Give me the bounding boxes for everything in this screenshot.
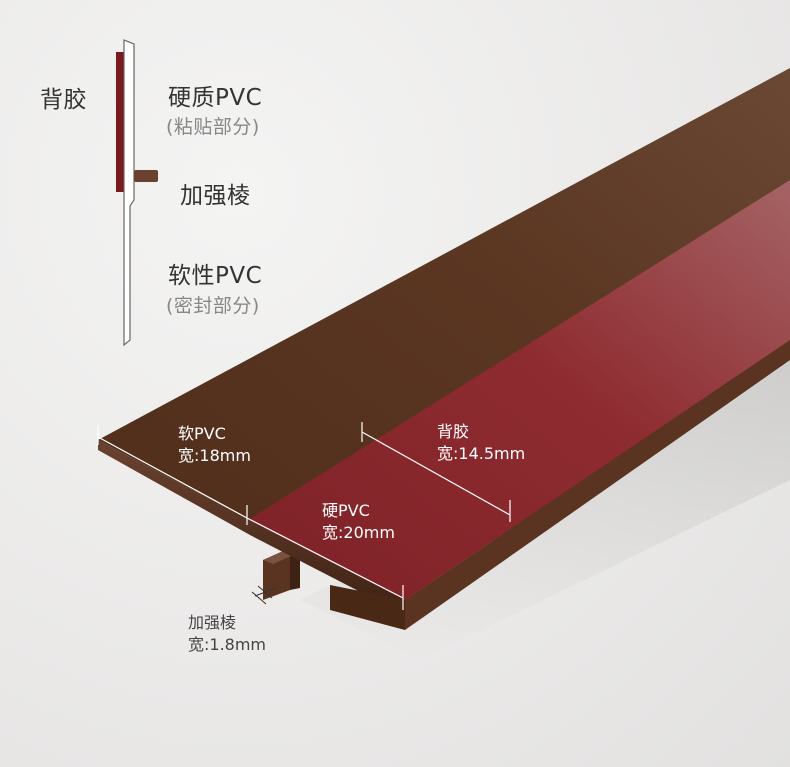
legend-soft-pvc-note: (密封部分) <box>166 295 260 317</box>
dim-soft-pvc-name: 软PVC <box>178 424 226 443</box>
hard-pvc-edge-front <box>330 585 405 630</box>
dim-hard-pvc-name: 硬PVC <box>322 501 370 520</box>
dim-back-glue-width: 宽:14.5mm <box>437 444 526 463</box>
cross-section-icon <box>116 39 158 347</box>
dimension-lines <box>97 422 511 610</box>
dim-soft-pvc: 软PVC 宽:18mm <box>178 423 251 467</box>
dim-soft-pvc-width: 宽:18mm <box>178 446 251 465</box>
legend-hard-pvc: 硬质PVC <box>168 85 263 111</box>
dim-rib: 加强棱 宽:1.8mm <box>188 612 266 656</box>
back-glue-strip <box>248 180 790 600</box>
legend-rib: 加强棱 <box>180 183 251 209</box>
dim-rib-width: 宽:1.8mm <box>188 635 267 654</box>
hard-pvc-edge <box>405 340 790 630</box>
soft-pvc-top <box>98 68 790 600</box>
dim-back-glue-name: 背胶 <box>437 422 470 441</box>
legend-hard-pvc-note: (粘贴部分) <box>166 116 260 138</box>
dim-rib-name: 加强棱 <box>188 613 237 632</box>
soft-pvc-lip <box>98 440 405 615</box>
legend-soft-pvc: 软性PVC <box>168 263 263 289</box>
dim-hard-pvc-width: 宽:20mm <box>322 523 395 542</box>
dim-back-glue: 背胶 宽:14.5mm <box>437 421 525 465</box>
dim-hard-pvc: 硬PVC 宽:20mm <box>322 500 395 544</box>
rib-dimension-lines <box>251 585 277 605</box>
legend-back-glue: 背胶 <box>40 87 87 113</box>
